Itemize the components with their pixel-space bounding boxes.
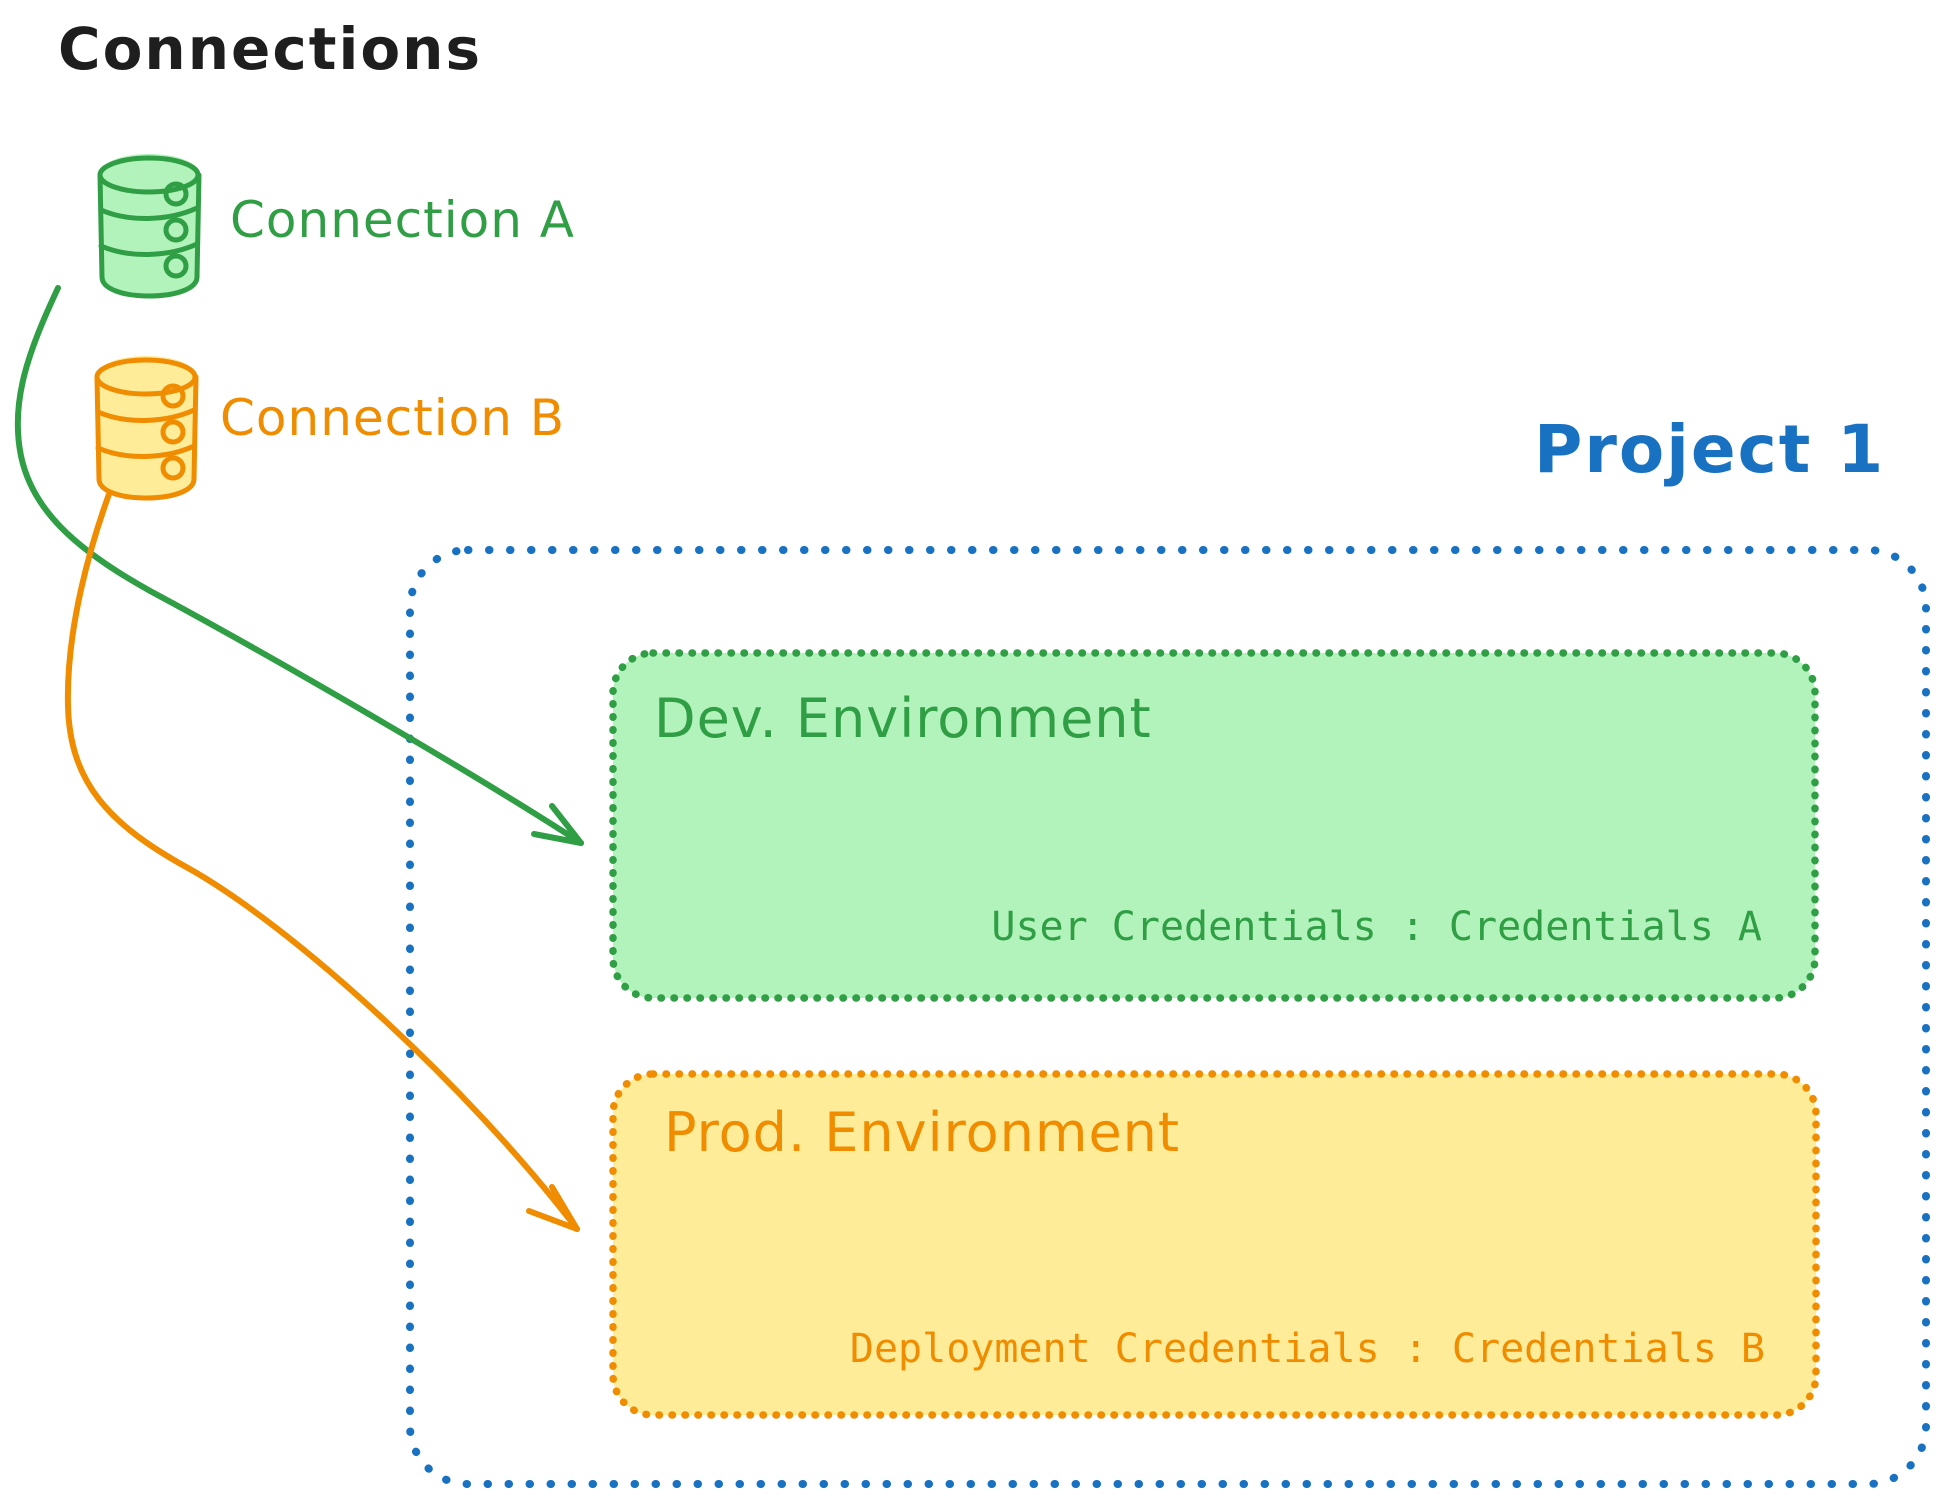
prod-environment-title: Prod. Environment: [664, 1101, 1181, 1164]
arrowhead-barb: [549, 1184, 580, 1232]
dev-environment-title: Dev. Environment: [654, 687, 1152, 750]
arrowhead-barb: [526, 1208, 580, 1232]
connection-b-database-icon: [94, 356, 199, 501]
connections-title: Connections: [58, 15, 482, 83]
connection-b-arrow: [64, 483, 580, 1232]
connection-a-arrow: [14, 285, 584, 846]
arrowhead-barb: [531, 831, 584, 846]
arrowhead-barb: [549, 803, 584, 846]
dev-credentials-text: User Credentials : Credentials A: [991, 904, 1762, 950]
dev-environment-box: [609, 649, 1819, 1002]
connection-a-label: Connection A: [230, 191, 576, 249]
project-title: Project 1: [1534, 411, 1886, 488]
prod-environment-box: [609, 1070, 1820, 1419]
prod-credentials-text: Deployment Credentials : Credentials B: [849, 1326, 1765, 1372]
connection-a-database-icon: [97, 154, 202, 299]
connection-b-label: Connection B: [220, 389, 566, 447]
